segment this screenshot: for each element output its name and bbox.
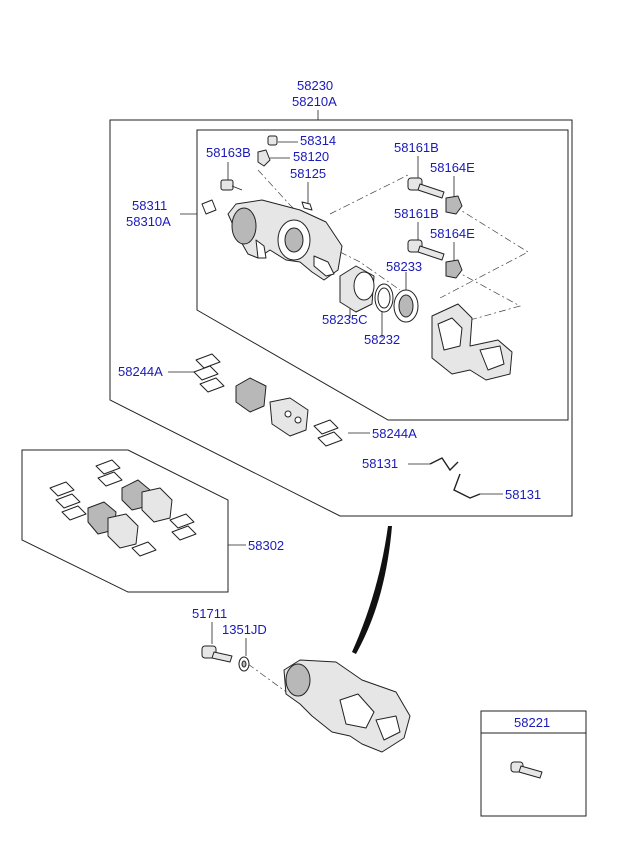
pad-kit-contents[interactable]: [49, 459, 197, 557]
label-assembly-code-alt[interactable]: 58210A: [292, 94, 337, 109]
label-assembly-code[interactable]: 58230: [297, 78, 333, 93]
dust-boot[interactable]: [374, 283, 394, 313]
caliper-bracket[interactable]: [431, 303, 513, 381]
assembly-outline: [109, 119, 573, 517]
leader-lines: [168, 110, 503, 703]
label-bleeder-screw[interactable]: 58120: [293, 149, 329, 164]
label-piston-seal[interactable]: 58233: [386, 259, 422, 274]
mounting-bolt[interactable]: [201, 645, 233, 663]
part-labels: 58230 58210A 58311 58310A 58163B 58314 5…: [118, 78, 550, 730]
label-bleeder-part[interactable]: 58125: [290, 166, 326, 181]
brake-pad-inner[interactable]: [235, 377, 309, 437]
guide-pin-lower[interactable]: [407, 239, 445, 261]
label-pad-kit[interactable]: 58302: [248, 538, 284, 553]
label-pin-boot-lower[interactable]: 58164E: [430, 226, 475, 241]
washer[interactable]: [238, 656, 250, 672]
guide-pin-upper[interactable]: [407, 177, 445, 199]
caliper-housing[interactable]: [227, 199, 343, 281]
label-inset-part[interactable]: 58221: [514, 715, 550, 730]
diagram-frames: [21, 119, 587, 817]
bleeder-parts[interactable]: [257, 135, 313, 211]
label-guide-pin-lower[interactable]: 58161B: [394, 206, 439, 221]
pad-shims-right[interactable]: [313, 419, 343, 447]
caliper-housing-outline: [196, 129, 569, 421]
label-pin-boot-upper[interactable]: 58164E: [430, 160, 475, 175]
label-bleeder-cap[interactable]: 58314: [300, 133, 336, 148]
anti-rattle-springs[interactable]: [429, 457, 481, 499]
piston-seal[interactable]: [393, 289, 419, 323]
label-guide-pin-upper[interactable]: 58161B: [394, 140, 439, 155]
inset-box: [480, 710, 587, 817]
pin-boot-lower[interactable]: [445, 259, 463, 279]
caliper-assembled[interactable]: [283, 659, 411, 753]
label-pad-shim-right[interactable]: 58244A: [372, 426, 417, 441]
label-dust-boot[interactable]: 58232: [364, 332, 400, 347]
inset-bolt[interactable]: [510, 761, 543, 779]
label-pad-shim-left[interactable]: 58244A: [118, 364, 163, 379]
label-caliper-housing-alt[interactable]: 58310A: [126, 214, 171, 229]
guide-rod-bolt[interactable]: [201, 179, 243, 215]
pad-kit-outline: [21, 449, 229, 593]
label-spring-b[interactable]: 58131: [505, 487, 541, 502]
label-caliper-housing[interactable]: 58311: [132, 198, 167, 213]
label-washer[interactable]: 1351JD: [222, 622, 267, 637]
assembly-pointer-arrow: [352, 526, 392, 654]
label-mount-bolt[interactable]: 51711: [192, 606, 227, 621]
piston[interactable]: [339, 265, 375, 313]
label-guide-rod-bolt[interactable]: 58163B: [206, 145, 251, 160]
label-piston[interactable]: 58235C: [322, 312, 368, 327]
pad-shims-left[interactable]: [193, 353, 225, 393]
label-spring-a[interactable]: 58131: [362, 456, 398, 471]
pin-boot-upper[interactable]: [445, 195, 463, 215]
